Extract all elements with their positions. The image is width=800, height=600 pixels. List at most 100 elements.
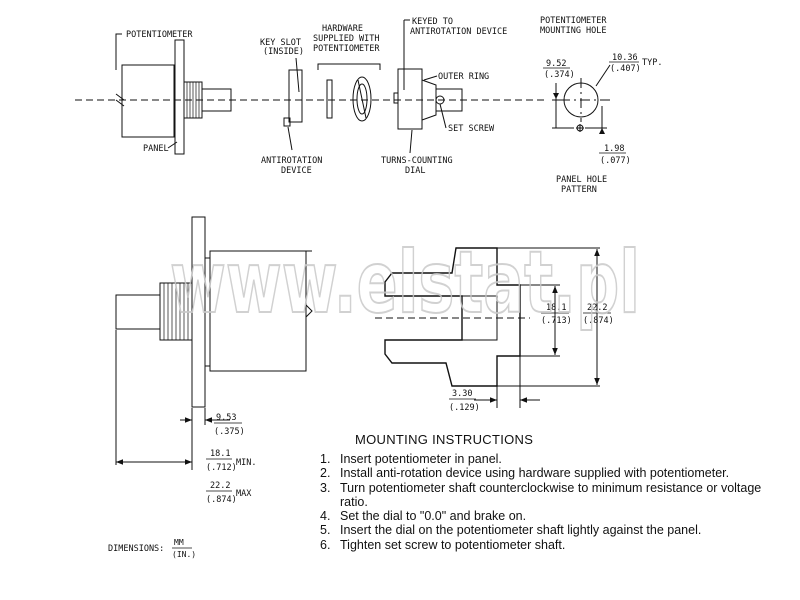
hole-pattern-label-1: PANEL HOLE <box>556 175 607 185</box>
turns-dial-label-2: DIAL <box>405 166 425 176</box>
break-mark <box>115 99 125 107</box>
dial-inner-mm: 18.1 <box>546 303 566 313</box>
antirotation-label-1: ANTIROTATION <box>261 156 322 166</box>
step-text: Set the dial to "0.0" and brake on. <box>340 509 527 524</box>
mount-hole-label-2: MOUNTING HOLE <box>540 26 607 36</box>
hole-bottom-in: (.077) <box>600 156 631 166</box>
dial-gap-mm: 3.30 <box>452 389 472 399</box>
hole-top-mm: 10.36 <box>612 53 638 63</box>
set-screw-leader <box>439 103 447 129</box>
break-mark <box>115 93 125 101</box>
step-number: 6. <box>320 537 331 552</box>
instruction-step: 4. Set the dial to "0.0" and brake on. <box>318 509 788 523</box>
step-number: 4. <box>320 509 331 524</box>
hardware-label-2: SUPPLIED WITH <box>313 34 380 44</box>
antirotation-leader <box>287 126 293 151</box>
dim-arrowhead <box>599 128 605 134</box>
panel-hole-pattern: POTENTIOMETER MOUNTING HOLE 9.52 (.374) … <box>540 16 662 195</box>
step-number: 1. <box>320 452 331 466</box>
keyed-label-2: ANTIROTATION DEVICE <box>410 27 507 37</box>
instruction-step: 1. Insert potentiometer in panel. <box>318 452 788 466</box>
keyed-label-1: KEYED TO <box>412 17 453 27</box>
bushing-threads <box>186 82 200 118</box>
nut-inner <box>356 83 368 115</box>
dial-outer-mm: 22.2 <box>587 303 607 313</box>
set-screw-label: SET SCREW <box>448 124 495 134</box>
step-text: Insert the dial on the potentiometer sha… <box>340 523 702 538</box>
assembled-view: 9.53 (.375) 18.1 (.712) MIN. 22.2 (.874)… <box>108 216 313 559</box>
dial-inner-in: (.713) <box>541 316 572 326</box>
max-label: MAX <box>236 489 252 499</box>
watermark-text: www.elstat.pl <box>170 233 640 333</box>
outer-ring-label: OUTER RING <box>438 72 489 82</box>
unit-bottom: (IN.) <box>172 550 196 559</box>
key-slot-label-1: KEY SLOT <box>260 38 301 48</box>
step-number: 5. <box>320 523 331 538</box>
potentiometer-body <box>121 64 175 138</box>
antirotation-plate <box>288 69 303 123</box>
outer-ring-leader <box>423 75 438 81</box>
panel-section <box>174 39 185 155</box>
hole-left-mm: 9.52 <box>546 59 566 69</box>
assembled-threads <box>163 283 189 340</box>
step-text: Tighten set screw to potentiometer shaft… <box>340 537 566 552</box>
nut-outer <box>352 76 372 122</box>
instructions-title: MOUNTING INSTRUCTIONS <box>355 432 534 447</box>
hole-top-in: (.407) <box>610 64 641 74</box>
max-dim-in: (.874) <box>206 495 237 505</box>
instruction-step: 2. Install anti-rotation device using har… <box>318 466 788 480</box>
shaft-dim-mm: 9.53 <box>216 413 236 423</box>
hole-pattern-label-2: PATTERN <box>561 185 597 195</box>
min-dim-mm: 18.1 <box>210 449 230 459</box>
hardware-label-3: POTENTIOMETER <box>313 44 380 54</box>
antirotation-tab <box>283 117 291 127</box>
antirotation-label-2: DEVICE <box>281 166 312 176</box>
washer <box>326 79 333 119</box>
dial-body <box>397 68 423 130</box>
key-slot-label-2: (INSIDE) <box>263 47 304 57</box>
step-number: 2. <box>320 466 331 481</box>
instruction-step: 5. Insert the dial on the potentiometer s… <box>318 523 788 537</box>
max-dim-mm: 22.2 <box>210 481 230 491</box>
assembled-shaft <box>115 294 161 330</box>
mounting-flange <box>204 257 211 367</box>
hole-left-in: (.374) <box>544 70 575 80</box>
instructions-list: 1. Insert potentiometer in panel. 2. Insta… <box>318 452 788 552</box>
instruction-step: 6. Tighten set screw to potentiometer sha… <box>318 538 788 552</box>
step-text: Insert potentiometer in panel. <box>340 452 502 466</box>
hardware-label-1: HARDWARE <box>322 24 363 34</box>
nut-edge <box>357 79 367 119</box>
dial-gap-in: (.129) <box>449 403 480 413</box>
exploded-view: POTENTIOMETER PANEL KEY SLOT (INSIDE) AN… <box>75 17 548 176</box>
min-dim-in: (.712) <box>206 463 237 473</box>
step-text: Turn potentiometer shaft counterclockwis… <box>340 480 762 509</box>
mount-hole-label-1: POTENTIOMETER <box>540 16 607 26</box>
dial-section-view: 18.1 (.713) 22.2 (.874) 3.30 (.129) <box>375 247 614 413</box>
min-label: MIN. <box>236 458 256 468</box>
dim-arrowhead <box>553 93 559 99</box>
break-mark <box>305 304 313 318</box>
potentiometer-shaft <box>201 88 232 112</box>
instruction-step: 3. Turn potentiometer shaft counterclockw… <box>318 481 788 510</box>
potentiometer-label: POTENTIOMETER <box>126 30 193 40</box>
step-text: Install anti-rotation device using hardw… <box>340 466 730 481</box>
dial-outer-in: (.874) <box>583 316 614 326</box>
potentiometer-leader <box>115 33 122 70</box>
typ-label: TYP. <box>642 58 662 68</box>
panel-label: PANEL <box>143 144 169 154</box>
dial-taper <box>421 79 437 121</box>
turns-dial-leader <box>409 129 413 154</box>
hole-bottom-mm: 1.98 <box>604 144 624 154</box>
dial-key <box>393 92 399 104</box>
hole-top-leader <box>595 64 611 87</box>
unit-top: MM <box>174 538 184 547</box>
step-number: 3. <box>320 480 331 495</box>
shaft-dim-in: (.375) <box>214 427 245 437</box>
dimensions-key-label: DIMENSIONS: <box>108 544 164 554</box>
panel-leader <box>167 141 178 149</box>
key-slot-leader <box>295 57 300 93</box>
hardware-bracket <box>317 63 381 70</box>
turns-dial-label-1: TURNS-COUNTING <box>381 156 453 166</box>
